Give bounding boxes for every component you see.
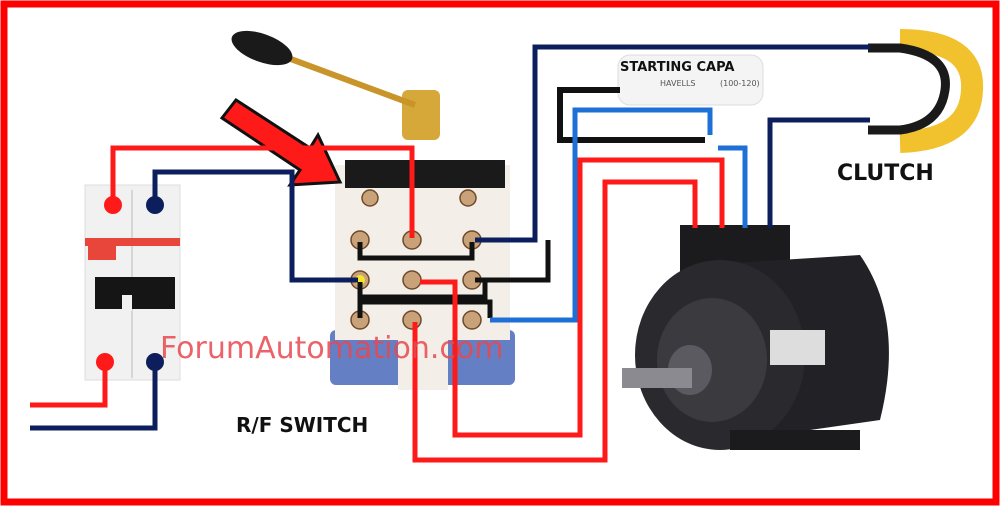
rf-switch [231, 30, 515, 390]
wire-phase-switch [110, 145, 415, 238]
arrow-pointer-icon [219, 97, 343, 187]
centrifugal-clutch [868, 29, 984, 153]
capacitor-rating: (100-120) [720, 79, 760, 88]
wire-capacitor [557, 87, 705, 143]
wire-phase-in [30, 365, 108, 408]
clutch-label: CLUTCH [837, 161, 934, 186]
wire-blue-1 [490, 107, 713, 323]
wires [30, 44, 870, 463]
capacitor-brand: HAVELLS [660, 79, 696, 88]
wire-motor-2 [412, 179, 698, 463]
capacitor-label: STARTING CAPA [620, 60, 735, 75]
mcb-breaker [84, 184, 181, 381]
breaker-terminals [96, 196, 164, 371]
wire-motor-1 [420, 157, 725, 438]
wire-neutral-switch [152, 169, 358, 283]
wire-neutral-in [30, 368, 158, 431]
starting-capacitor: STARTING CAPA HAVELLS (100-120) [617, 54, 764, 106]
wire-clutch-2 [767, 117, 870, 228]
motor [622, 225, 889, 450]
watermark: ForumAutomation.com [160, 331, 503, 366]
wire-blue-2 [718, 145, 748, 228]
switch-label: R/F SWITCH [236, 413, 368, 437]
wire-clutch-1 [475, 44, 870, 243]
